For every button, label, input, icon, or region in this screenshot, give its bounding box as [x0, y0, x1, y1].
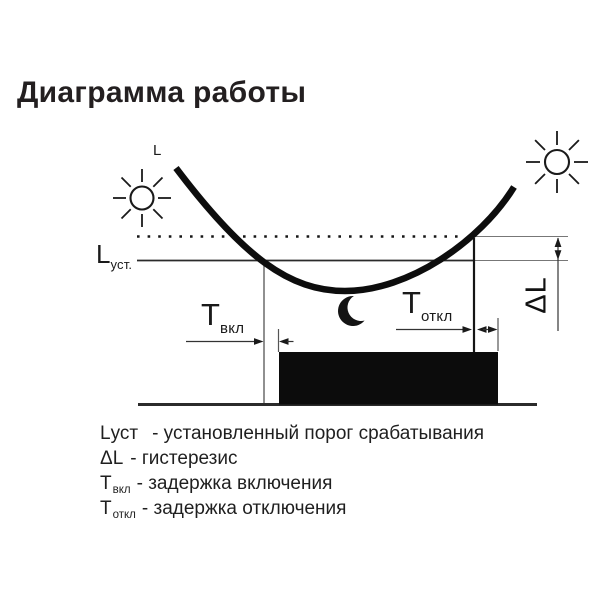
legend-text: - установленный порог срабатывания — [152, 423, 485, 444]
hysteresis-label: ΔL — [520, 276, 553, 314]
sun-icon — [526, 131, 588, 193]
threshold-label-main: L — [96, 239, 111, 269]
sun-icon — [113, 169, 171, 227]
curve-label: L — [153, 142, 162, 159]
legend-symbol-sub: вкл — [112, 484, 131, 496]
t-off-label: Tоткл — [402, 287, 453, 324]
t-on-dimension — [186, 338, 294, 345]
legend-symbol: Lуст — [100, 423, 139, 444]
t-on-main: T — [201, 297, 220, 332]
legend-symbol: ΔL — [100, 448, 124, 469]
hysteresis-dimension — [554, 237, 562, 331]
legend-text: - гистерезис — [130, 448, 238, 469]
legend-text: - задержка отключения — [141, 498, 347, 519]
legend-symbol: T — [100, 473, 112, 494]
legend-item-threshold: Lуст - установленный порог срабатывания — [100, 424, 484, 449]
t-on-sub: вкл — [219, 320, 245, 337]
threshold-label-sub: уст. — [110, 257, 133, 272]
legend-symbol: T — [100, 498, 112, 519]
moon-icon — [338, 295, 365, 326]
output-on-bar — [279, 352, 498, 405]
legend-text: - задержка включения — [136, 473, 333, 494]
t-on-label: Tвкл — [201, 299, 244, 336]
page-title: Диаграмма работы — [17, 76, 307, 109]
light-level-curve — [173, 166, 517, 295]
legend: Lуст - установленный порог срабатывания … — [100, 424, 484, 524]
t-off-main: T — [402, 285, 421, 320]
legend-item-hysteresis: ΔL - гистерезис — [100, 449, 484, 474]
legend-symbol-sub: откл — [112, 509, 136, 521]
t-off-sub: откл — [420, 308, 453, 325]
threshold-label: Lуст. — [96, 241, 132, 271]
t-off-dimension — [396, 326, 498, 333]
